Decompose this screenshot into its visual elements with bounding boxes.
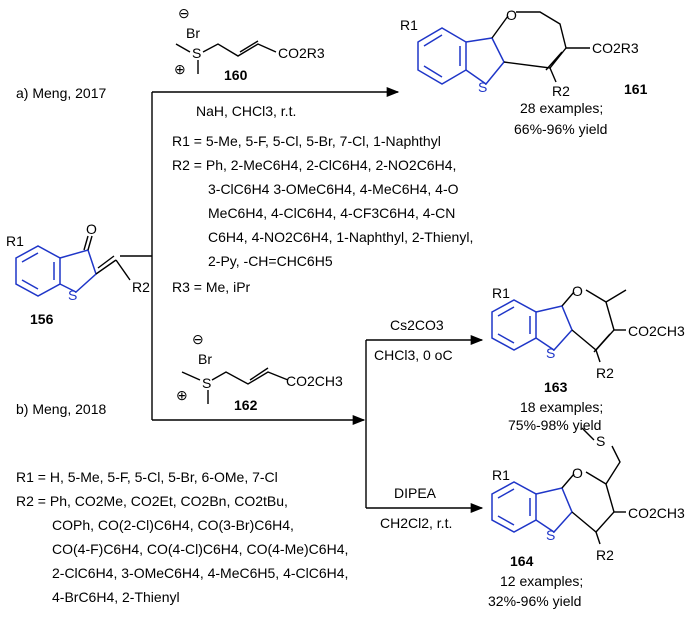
product-161: S O CO2R3 R2 R1 161 28 examples; 66%-96%… — [400, 7, 648, 137]
product-164-methyl-bond — [581, 427, 595, 441]
product-161-r1: R1 — [400, 17, 418, 33]
sulfonium-atom-b: S — [202, 375, 211, 391]
route-b-r2-line-2: COPh, CO(2-Cl)C6H4, CO(3-Br)C6H4, — [52, 517, 294, 533]
product-163-examples: 18 examples; — [520, 399, 603, 415]
route-a-r2-line-4: C6H4, 4-NO2C6H4, 1-Naphthyl, 2-Thienyl, — [208, 229, 473, 245]
sm-carbonyl-bond — [83, 235, 93, 251]
product-164-number: 164 — [510, 553, 534, 569]
starting-material-156: S O R2 R1 156 — [6, 221, 153, 420]
sm-thiophene-ring — [59, 249, 97, 293]
route-a-r2-line-5: 2-Py, -CH=CHC6H5 — [208, 253, 333, 269]
sm-exocyclic-bonds — [95, 255, 131, 281]
route-a-r2-line-2: 3-ClC6H4 3-OMeC6H4, 4-MeC6H4, 4-O — [208, 181, 459, 197]
route-b-label: b) Meng, 2018 — [16, 401, 106, 417]
product-164-r1: R1 — [492, 467, 510, 483]
product-163-ester: CO2CH3 — [628, 323, 685, 339]
reagent-160-bonds — [175, 43, 277, 74]
reagent-162-ester: CO2CH3 — [286, 373, 343, 389]
product-164-examples: 12 examples; — [500, 573, 583, 589]
route-a-label: a) Meng, 2017 — [16, 85, 106, 101]
sm-sulfur: S — [68, 287, 77, 303]
product-161-oxygen: O — [506, 7, 517, 23]
plus-charge-b: ⊕ — [176, 387, 188, 403]
product-164-r2: R2 — [596, 547, 614, 563]
upper-conditions-top: Cs2CO3 — [390, 317, 444, 333]
product-163-benzene-ring — [491, 299, 537, 351]
reagent-160-number: 160 — [224, 67, 248, 83]
product-161-benzene-ring — [417, 27, 467, 85]
route-a-r2-line-3: MeC6H4, 4-ClC6H4, 4-CF3C6H4, 4-CN — [208, 205, 455, 221]
product-164-r2-bond — [595, 531, 601, 545]
reagent-160-double-bond — [239, 40, 259, 53]
product-161-thiophene-ring — [465, 37, 505, 86]
product-161-examples: 28 examples; — [520, 100, 603, 116]
product-163-r2: R2 — [596, 365, 614, 381]
product-161-yield: 66%-96% yield — [514, 121, 607, 137]
route-a: ⊖ Br ⊕ S CO2R3 160 a) Meng, 2017 NaH, CH… — [16, 5, 648, 295]
route-b-r1-line: R1 = H, 5-Me, 5-F, 5-Cl, 5-Br, 6-OMe, 7-… — [16, 469, 278, 485]
reagent-160: ⊖ Br ⊕ S CO2R3 160 — [174, 5, 325, 83]
product-161-ester: CO2R3 — [592, 40, 639, 56]
sm-r1: R1 — [6, 233, 24, 249]
minus-charge-b: ⊖ — [192, 331, 204, 347]
product-164-benzene-ring — [491, 481, 537, 533]
product-164: S O S CO2CH3 R2 R1 164 12 examples; 32%-… — [488, 427, 685, 609]
route-a-r2-line-1: R2 = Ph, 2-MeC6H4, 2-ClC6H4, 2-NO2C6H4, — [172, 157, 456, 173]
route-a-r1-line: R1 = 5-Me, 5-F, 5-Cl, 5-Br, 7-Cl, 1-Naph… — [172, 133, 441, 149]
route-b-r2-line-1: R2 = Ph, CO2Me, CO2Et, CO2Bn, CO2tBu, — [16, 493, 288, 509]
product-164-yield: 32%-96% yield — [488, 593, 581, 609]
lower-conditions-top: DIPEA — [394, 485, 437, 501]
bromide-counterion: Br — [186, 25, 200, 41]
sm-oxygen: O — [86, 221, 97, 237]
product-163-oxygen: O — [572, 283, 583, 299]
lower-conditions-bottom: CH2Cl2, r.t. — [380, 515, 452, 531]
product-163-number: 163 — [544, 379, 568, 395]
minus-charge: ⊖ — [178, 5, 190, 21]
product-163-r1: R1 — [492, 285, 510, 301]
product-161-oxepine-ring — [491, 11, 567, 71]
reagent-162-bonds — [181, 371, 289, 404]
product-163-thiophene-ring — [535, 305, 573, 351]
route-b: ⊖ Br ⊕ S CO2CH3 162 b) Meng, 2018 Cs2CO3… — [16, 283, 685, 609]
plus-charge: ⊕ — [174, 61, 186, 77]
product-163-yield: 75%-98% yield — [508, 417, 601, 433]
reagent-160-ester: CO2R3 — [278, 45, 325, 61]
reagent-162-number: 162 — [234, 397, 258, 413]
route-b-r2-line-5: 4-BrC6H4, 2-Thienyl — [52, 589, 180, 605]
route-a-conditions: NaH, CHCl3, r.t. — [196, 103, 296, 119]
product-163-sulfur: S — [546, 345, 555, 361]
product-163: S O CO2CH3 R2 R1 163 18 examples; 75%-98… — [491, 283, 685, 433]
route-a-r3-line: R3 = Me, iPr — [172, 279, 251, 295]
product-161-number: 161 — [624, 81, 648, 97]
sm-r2: R2 — [132, 279, 150, 295]
route-b-r2-line-3: CO(4-F)C6H4, CO(4-Cl)C6H4, CO(4-Me)C6H4, — [52, 541, 348, 557]
sulfonium-atom: S — [192, 45, 201, 61]
bromide-counterion-b: Br — [198, 351, 212, 367]
product-161-sulfur: S — [478, 79, 487, 95]
product-161-r2-bond — [549, 67, 557, 83]
sm-benzene-ring — [15, 245, 61, 297]
product-164-thioether-sulfur: S — [596, 433, 605, 449]
product-161-r2: R2 — [552, 83, 570, 99]
product-163-pyran-ring — [561, 289, 627, 353]
sm-number: 156 — [30, 311, 54, 327]
product-163-r2-bond — [595, 349, 601, 363]
product-164-thiophene-ring — [535, 487, 573, 533]
product-164-ester: CO2CH3 — [628, 505, 685, 521]
route-b-r2-line-4: 2-ClC6H4, 3-OMeC6H4, 4-MeC6H5, 4-ClC6H4, — [52, 565, 348, 581]
product-164-oxygen: O — [572, 465, 583, 481]
product-164-pyran-ring — [561, 445, 621, 533]
upper-conditions-bottom: CHCl3, 0 oC — [374, 347, 453, 363]
reagent-162: ⊖ Br ⊕ S CO2CH3 162 — [176, 331, 343, 413]
product-164-sulfur: S — [546, 527, 555, 543]
reagent-162-double-bond — [249, 367, 269, 381]
